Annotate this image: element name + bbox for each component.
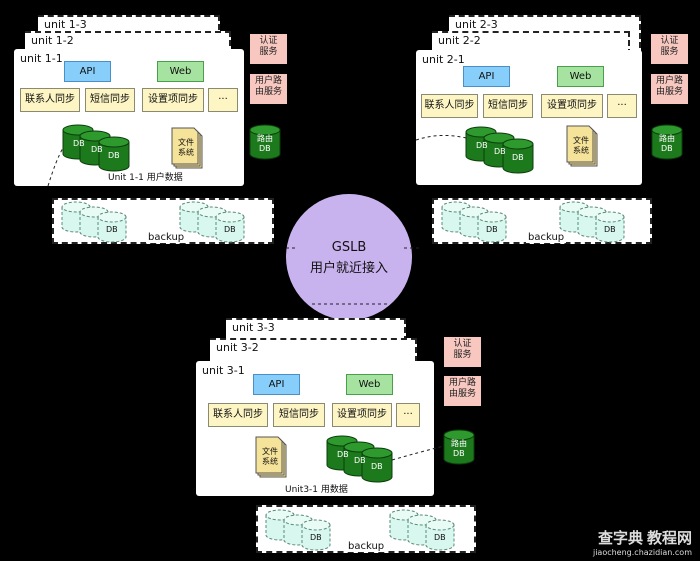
db-label: DB: [494, 147, 506, 156]
settings-sync-box: 设置项同步: [332, 403, 392, 427]
file-system-label-2: 系统: [262, 456, 278, 466]
connector-unit1-db: [47, 147, 64, 187]
route-db-label-1: 路由: [451, 438, 467, 448]
route-db-label-2: DB: [453, 449, 465, 458]
file-system-label-2: 系统: [573, 145, 589, 155]
file-system-label-1: 文件: [178, 137, 194, 147]
unit-1-3-label: unit 1-3: [44, 18, 87, 31]
file-system-label-2: 系统: [178, 147, 194, 157]
sms-sync-box: 短信同步: [483, 94, 533, 118]
db-label: DB: [476, 141, 488, 150]
router-service-box: 用户路 由服务: [651, 74, 688, 104]
auth-service-label: 认证 服务: [660, 36, 679, 57]
route-db-label-2: DB: [259, 144, 271, 153]
auth-service-box: 认证 服务: [444, 337, 481, 367]
unit-3-1-caption: Unit3-1 用数据: [285, 485, 348, 495]
web-box: Web: [157, 61, 204, 82]
more-box: ···: [208, 88, 238, 112]
connector-lines: [47, 134, 467, 461]
gslb-title: GSLB: [331, 240, 367, 255]
auth-service-box: 认证 服务: [651, 34, 688, 64]
unit-3-3-label: unit 3-3: [232, 321, 275, 334]
settings-sync-box: 设置项同步: [541, 94, 603, 118]
contact-sync-box: 联系人同步: [20, 88, 80, 112]
auth-service-label: 认证 服务: [259, 36, 278, 57]
backup-label: backup: [346, 541, 387, 552]
backup-db-label: DB: [224, 225, 236, 234]
db-label: DB: [354, 456, 366, 465]
web-box: Web: [557, 66, 604, 87]
db-label: DB: [91, 145, 103, 154]
sms-sync-box: 短信同步: [85, 88, 135, 112]
file-system-icon: 文件 系统: [171, 127, 203, 169]
router-service-label: 用户路 由服务: [655, 76, 683, 97]
api-box: API: [64, 61, 111, 82]
watermark: 查字典教程网 jiaocheng.chazidian.com: [593, 527, 692, 557]
settings-sync-box: 设置项同步: [142, 88, 204, 112]
router-service-box: 用户路 由服务: [444, 376, 481, 406]
unit-3-1-box: unit 3-1: [196, 361, 434, 496]
db-label: DB: [371, 462, 383, 471]
sms-sync-box: 短信同步: [273, 403, 325, 427]
watermark-brand: 查字典: [597, 529, 643, 547]
backup-db-label: DB: [434, 533, 446, 542]
unit-3-2-label: unit 3-2: [216, 341, 259, 354]
backup-db-label: DB: [604, 225, 616, 234]
router-service-label: 用户路 由服务: [448, 378, 476, 399]
watermark-suffix: 教程网: [646, 529, 692, 547]
route-db-icon: 路由 DB: [443, 429, 475, 465]
contact-sync-box: 联系人同步: [208, 403, 268, 427]
file-system-label-1: 文件: [573, 135, 589, 145]
unit-2-1-label: unit 2-1: [422, 53, 465, 66]
unit-1-1-caption: Unit 1-1 用户数据: [108, 173, 183, 183]
watermark-url: jiaocheng.chazidian.com: [592, 548, 692, 557]
connector-unit3-db: [391, 445, 445, 461]
db-stack: DB DB DB: [465, 126, 534, 174]
db-label: DB: [337, 450, 349, 459]
db-label: DB: [73, 139, 85, 148]
backup-db-label: DB: [310, 533, 322, 542]
more-box: ···: [396, 403, 420, 427]
contact-sync-box: 联系人同步: [421, 94, 478, 118]
backup-db-label: DB: [486, 225, 498, 234]
web-box: Web: [346, 374, 393, 395]
router-service-box: 用户路 由服务: [250, 74, 287, 104]
backup-db-stack: DB DB: [61, 201, 245, 243]
file-system-label-1: 文件: [262, 446, 278, 456]
route-db-icon: 路由 DB: [651, 124, 683, 160]
connector-unit2-db: [415, 134, 467, 141]
unit-2-2-label: unit 2-2: [438, 34, 481, 47]
auth-service-label: 认证 服务: [453, 339, 472, 360]
route-db-icon: 路由 DB: [249, 124, 281, 160]
api-box: API: [253, 374, 300, 395]
backup-db-stack: DB DB: [265, 509, 455, 551]
backup-db-stack: DB DB: [441, 201, 625, 243]
gslb-subtitle: 用户就近接入: [309, 261, 388, 276]
file-system-icon: 文件 系统: [255, 436, 287, 478]
db-label: DB: [512, 153, 524, 162]
unit-1-2-label: unit 1-2: [31, 34, 74, 47]
backup-label: backup: [526, 232, 567, 243]
route-db-label-2: DB: [661, 144, 673, 153]
unit-1-1-label: unit 1-1: [20, 52, 63, 65]
db-label: DB: [108, 151, 120, 160]
route-db-label-1: 路由: [257, 133, 273, 143]
more-box: ···: [607, 94, 637, 118]
backup-label: backup: [146, 232, 187, 243]
api-box: API: [463, 66, 510, 87]
unit-2-3-label: unit 2-3: [455, 18, 498, 31]
db-stack: DB DB DB: [326, 435, 393, 483]
route-db-label-1: 路由: [659, 133, 675, 143]
db-stack: DB DB DB: [62, 124, 130, 172]
file-system-icon: 文件 系统: [566, 125, 598, 167]
backup-db-label: DB: [106, 225, 118, 234]
router-service-label: 用户路 由服务: [254, 76, 282, 97]
gslb-circle: GSLB 用户就近接入: [286, 194, 412, 320]
unit-3-1-label: unit 3-1: [202, 364, 245, 377]
auth-service-box: 认证 服务: [250, 34, 287, 64]
